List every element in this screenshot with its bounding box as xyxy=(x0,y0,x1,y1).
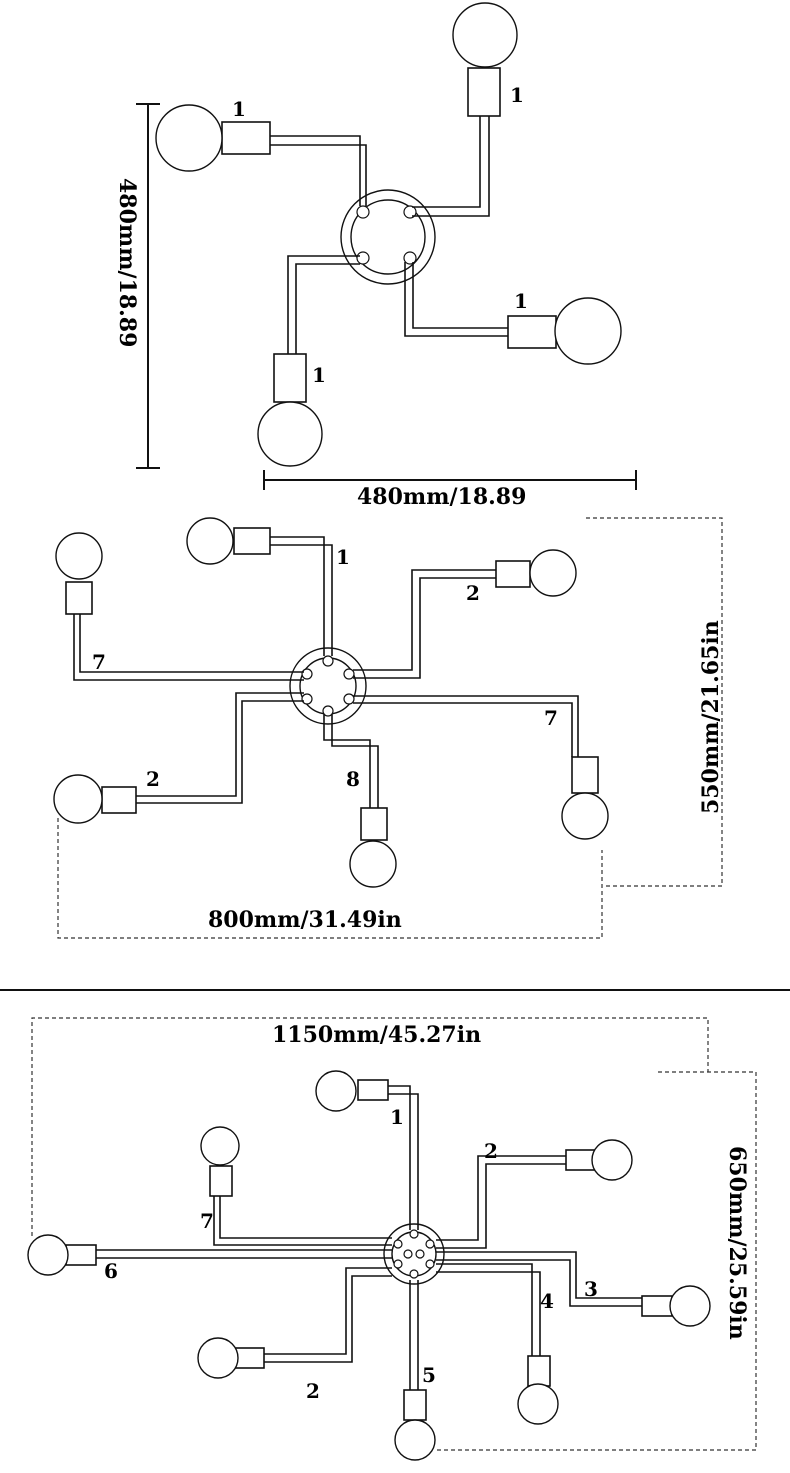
arm-label: 3 xyxy=(584,1277,598,1301)
diagram-6-arm: 1 2 7 2 xyxy=(53,517,724,939)
hub-hole xyxy=(356,251,370,265)
height-dimension: 480mm/18.89 xyxy=(114,103,160,469)
arm-label: 1 xyxy=(312,363,326,387)
diagram-8-arm: 1 2 7 6 xyxy=(27,1017,757,1461)
lamp-arm: 3 xyxy=(436,1251,711,1327)
lamp-arm: 2 xyxy=(197,1267,392,1403)
arm-label: 7 xyxy=(544,706,558,730)
width-label: 1150mm/45.27in xyxy=(272,1022,481,1048)
width-dimension: 800mm/31.49in xyxy=(57,818,603,939)
hub-hole xyxy=(409,1269,419,1279)
width-dimension: 1150mm/45.27in xyxy=(31,1017,709,1236)
height-label: 550mm/21.65in xyxy=(698,620,724,814)
hub-hole xyxy=(393,1239,403,1249)
arm-label: 6 xyxy=(104,1259,118,1283)
hub-hole xyxy=(403,251,417,265)
lamp-arm: 7 xyxy=(200,1126,392,1246)
lamp-arm: 5 xyxy=(394,1280,436,1461)
width-dimension: 480mm/18.89 xyxy=(263,470,637,510)
lamp-arm: 1 xyxy=(412,2,524,217)
lamp-arm: 2 xyxy=(53,692,304,824)
hub-hole xyxy=(403,1249,413,1259)
hub-hole xyxy=(301,668,313,680)
lamp-arm: 1 xyxy=(315,1070,419,1230)
arm-label: 8 xyxy=(346,767,360,791)
hub-hole xyxy=(415,1249,425,1259)
height-dimension: 550mm/21.65in xyxy=(586,517,724,887)
arm-label: 2 xyxy=(146,767,160,791)
arm-label: 1 xyxy=(514,289,528,313)
lamp-arm: 1 xyxy=(155,97,367,206)
arm-label: 2 xyxy=(306,1379,320,1403)
arm-label: 4 xyxy=(540,1289,554,1313)
width-label: 480mm/18.89 xyxy=(357,484,526,510)
lamp-arm: 2 xyxy=(436,1139,633,1249)
hub-hole xyxy=(343,668,355,680)
lamp-arm: 6 xyxy=(27,1234,392,1283)
hub-hole xyxy=(425,1259,435,1269)
hub-hole xyxy=(343,693,355,705)
lamp-arm: 7 xyxy=(55,532,304,681)
hub-hole xyxy=(393,1259,403,1269)
hub-hole xyxy=(425,1239,435,1249)
height-label: 650mm/25.59in xyxy=(724,1146,750,1340)
arm-label: 2 xyxy=(484,1139,498,1163)
lamp-arm: 1 xyxy=(257,255,360,467)
lamp-arm: 4 xyxy=(436,1263,559,1425)
arm-label: 1 xyxy=(336,545,350,569)
arm-label: 2 xyxy=(466,581,480,605)
hub-hole xyxy=(301,693,313,705)
hub-hole xyxy=(356,205,370,219)
width-label: 800mm/31.49in xyxy=(208,907,402,933)
lamp-arm: 1 xyxy=(186,517,350,656)
hub-hole xyxy=(322,705,334,717)
lamp-arm: 1 xyxy=(404,262,622,365)
arm-label: 7 xyxy=(92,650,106,674)
arm-label: 5 xyxy=(422,1363,436,1387)
lamp-arm: 8 xyxy=(323,714,397,888)
lamp-arm: 2 xyxy=(353,549,577,679)
arm-label: 1 xyxy=(510,83,524,107)
hub-hole xyxy=(322,655,334,667)
hub-hole xyxy=(409,1229,419,1239)
arm-label: 1 xyxy=(232,97,246,121)
height-label: 480mm/18.89 xyxy=(114,178,140,347)
hub-hole xyxy=(403,205,417,219)
diagram-4-arm: 1 1 1 1 xyxy=(114,2,637,510)
lamp-arm: 7 xyxy=(353,695,609,840)
arm-label: 1 xyxy=(390,1105,404,1129)
arm-label: 7 xyxy=(200,1209,214,1233)
height-dimension: 650mm/25.59in xyxy=(436,1071,757,1451)
